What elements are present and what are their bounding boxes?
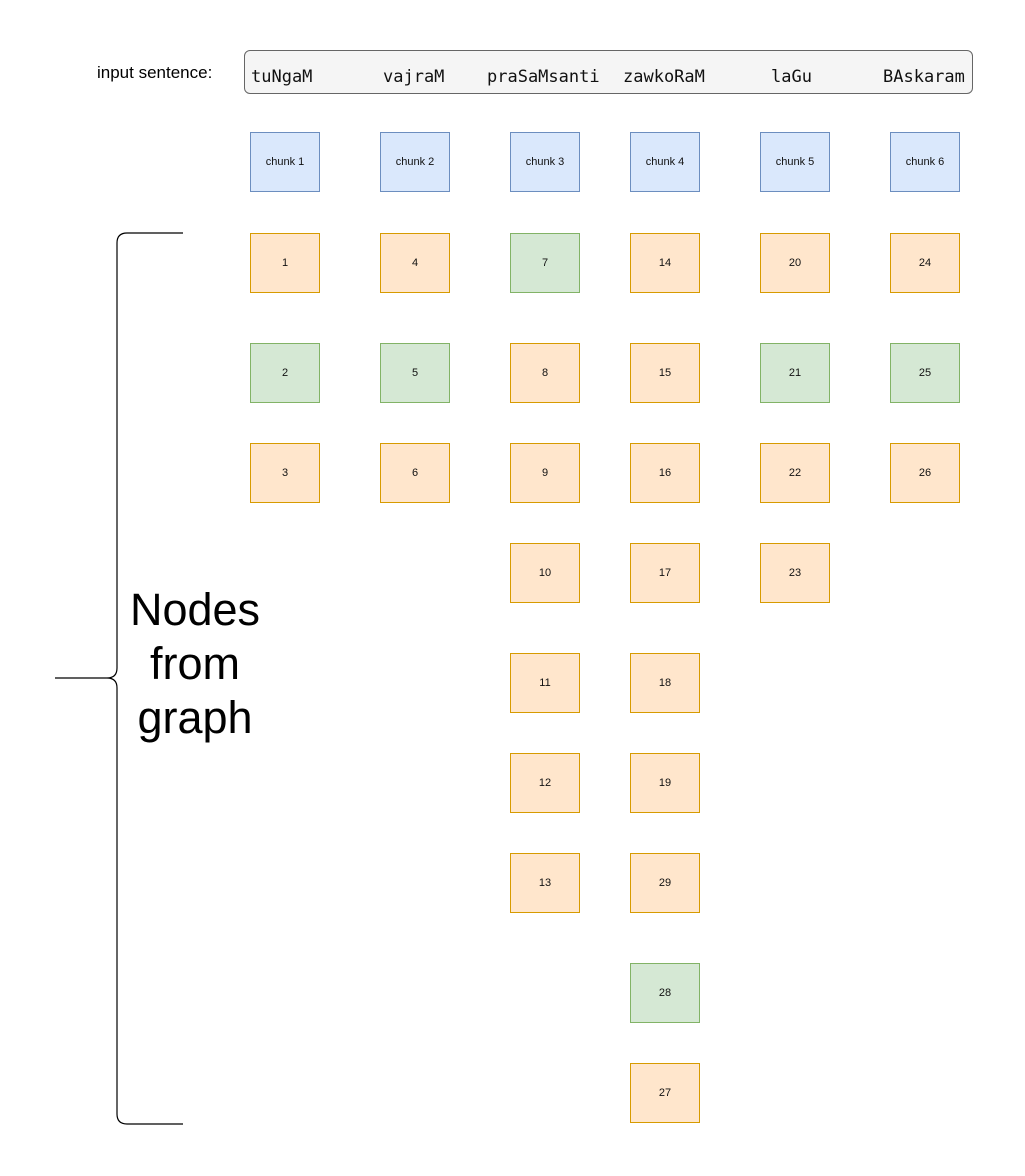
graph-node: 5 <box>380 343 450 403</box>
graph-node: 6 <box>380 443 450 503</box>
chunk-box-1: chunk 1 <box>250 132 320 192</box>
graph-node: 4 <box>380 233 450 293</box>
graph-node: 28 <box>630 963 700 1023</box>
graph-node: 21 <box>760 343 830 403</box>
chunk-box-2: chunk 2 <box>380 132 450 192</box>
graph-node: 16 <box>630 443 700 503</box>
graph-node: 3 <box>250 443 320 503</box>
graph-node: 19 <box>630 753 700 813</box>
brace-path <box>55 232 183 1125</box>
graph-node: 23 <box>760 543 830 603</box>
graph-node: 24 <box>890 233 960 293</box>
graph-node: 25 <box>890 343 960 403</box>
graph-node: 11 <box>510 653 580 713</box>
input-sentence-box <box>244 50 973 94</box>
graph-node: 20 <box>760 233 830 293</box>
graph-node: 10 <box>510 543 580 603</box>
graph-node: 22 <box>760 443 830 503</box>
graph-node: 29 <box>630 853 700 913</box>
graph-node: 14 <box>630 233 700 293</box>
input-word: vajraM <box>383 67 445 87</box>
input-word: praSaMsanti <box>487 67 600 87</box>
graph-node: 12 <box>510 753 580 813</box>
chunk-box-4: chunk 4 <box>630 132 700 192</box>
graph-node: 27 <box>630 1063 700 1123</box>
input-word: laGu <box>771 67 812 87</box>
graph-node: 26 <box>890 443 960 503</box>
graph-node: 1 <box>250 233 320 293</box>
chunk-box-5: chunk 5 <box>760 132 830 192</box>
input-word: BAskaram <box>883 67 965 87</box>
graph-node: 8 <box>510 343 580 403</box>
input-sentence-label: input sentence: <box>97 63 213 82</box>
graph-node: 15 <box>630 343 700 403</box>
chunk-box-6: chunk 6 <box>890 132 960 192</box>
input-word: zawkoRaM <box>623 67 705 87</box>
graph-node: 2 <box>250 343 320 403</box>
graph-node: 9 <box>510 443 580 503</box>
chunk-box-3: chunk 3 <box>510 132 580 192</box>
graph-node: 17 <box>630 543 700 603</box>
graph-node: 13 <box>510 853 580 913</box>
input-word: tuNgaM <box>251 67 313 87</box>
graph-node: 7 <box>510 233 580 293</box>
graph-node: 18 <box>630 653 700 713</box>
